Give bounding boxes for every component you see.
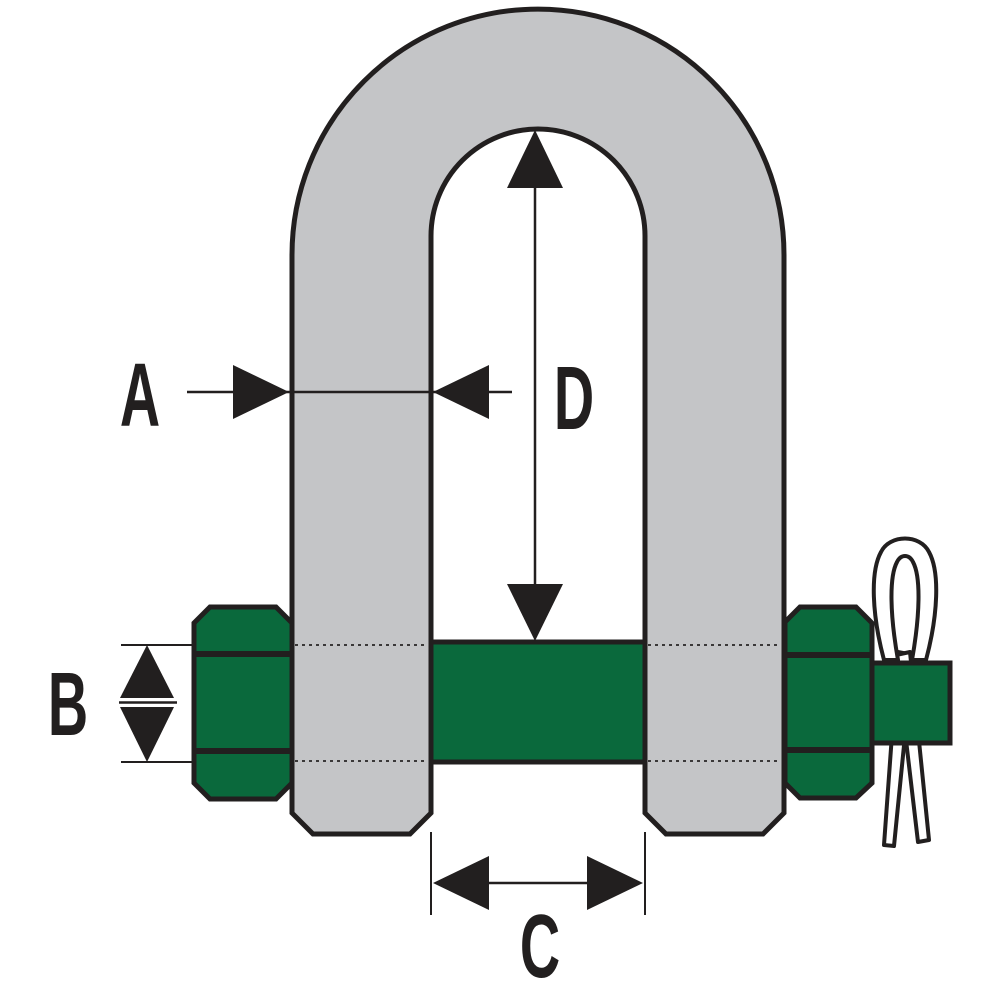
hidden-pin-edges <box>295 644 781 762</box>
dimension-b-arrow-up-icon <box>120 645 174 698</box>
dimension-b-arrow-down-icon <box>120 707 174 762</box>
dimension-c: C <box>430 832 646 996</box>
dimension-d-arrow-down-icon <box>507 584 563 641</box>
dimension-a-arrow-left-icon <box>433 365 489 419</box>
dimension-a-label: A <box>120 344 160 445</box>
dimension-c-arrow-right-icon <box>587 856 643 910</box>
pin-end <box>869 660 953 746</box>
dimension-c-arrow-left-icon <box>433 856 489 910</box>
dimension-d-label: D <box>554 347 594 448</box>
dimension-a-arrow-right-icon <box>233 365 289 419</box>
dimension-a: A <box>120 344 512 445</box>
dimension-b: B <box>48 644 196 763</box>
dimension-b-label: B <box>48 653 88 754</box>
dimension-c-label: C <box>520 895 560 996</box>
right-hex-nut <box>782 604 875 801</box>
shackle-body <box>289 6 787 837</box>
left-hex-nut <box>191 604 295 802</box>
dimension-d: D <box>507 130 594 641</box>
cotter-pin-loop <box>871 536 939 662</box>
dimension-d-arrow-up-icon <box>507 130 563 188</box>
